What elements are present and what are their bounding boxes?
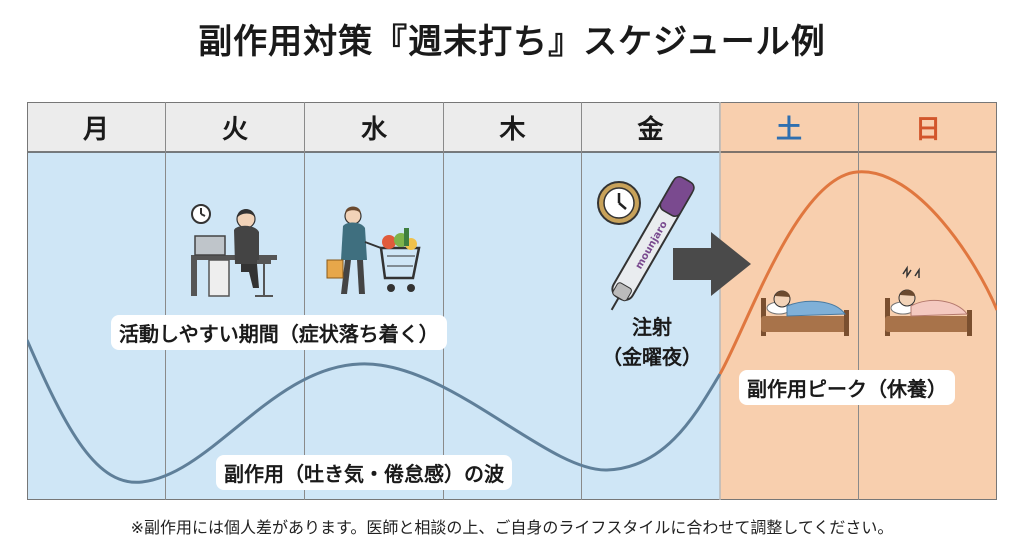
active-period-label: 活動しやすい期間（症状落ち着く） [111,315,447,350]
wave-label: 副作用（吐き気・倦怠感）の波 [216,455,512,490]
day-mon: 月 [27,102,166,152]
side-effect-wave-weekend [718,170,997,375]
office-worker-icon [191,209,277,297]
big-clock-icon [597,181,641,225]
column-separators [165,102,859,500]
right-arrow-icon [673,232,751,296]
injection-label-line1: 注射 [632,315,672,339]
shopper-with-cart-icon [326,206,421,294]
injection-label: 注射 （金曜夜） [592,312,712,372]
sick-person-in-bed-icon [885,265,972,336]
day-fri: 金 [582,102,720,152]
weekday-panel [27,102,720,500]
footnote: ※副作用には個人差があります。医師と相談の上、ご自身のライフスタイルに合わせて調… [130,518,894,537]
day-thu: 木 [444,102,582,152]
diagram-graphics: mounjaro [27,102,997,500]
day-sun: 日 [859,102,997,152]
diagram-border [27,102,997,500]
side-effect-wave-weekday [27,339,722,484]
day-tue: 火 [166,102,305,152]
injection-pen-icon: mounjaro [610,175,695,311]
sleeping-person-icon [761,290,849,336]
injection-label-line2: （金曜夜） [602,345,702,369]
page-title: 副作用対策『週末打ち』スケジュール例 [198,22,826,62]
schedule-diagram: 月 火 水 木 金 土 日 [27,102,997,500]
peak-label: 副作用ピーク（休養） [739,370,955,405]
clock-icon [191,204,211,224]
